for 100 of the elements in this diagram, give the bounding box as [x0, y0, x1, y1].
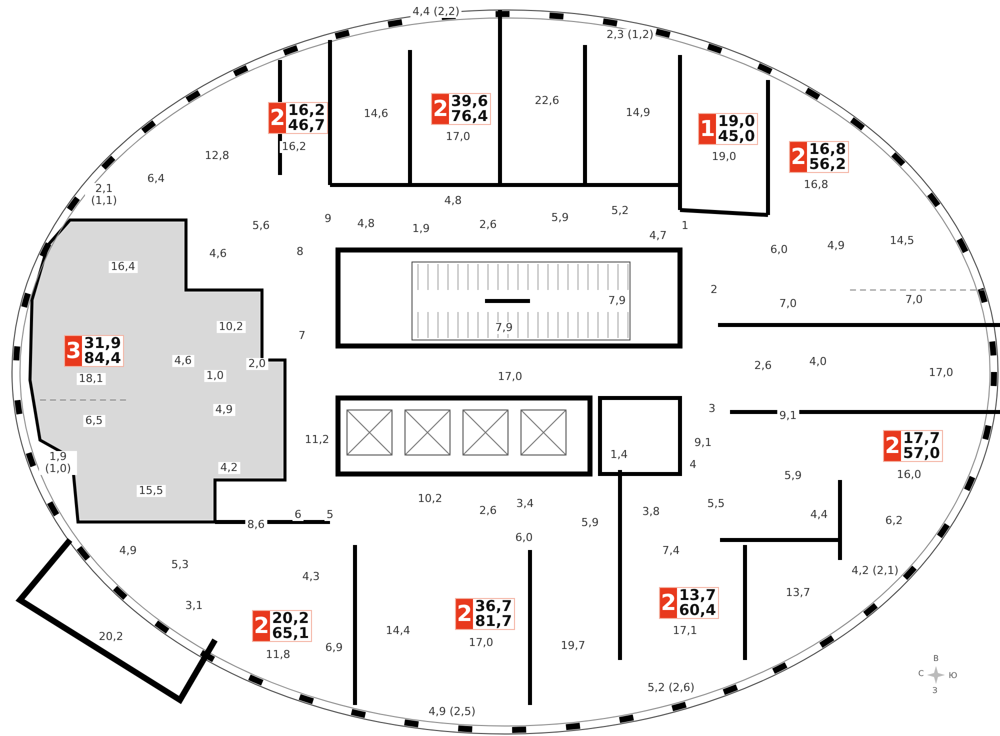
room-area-label: 19,0: [710, 151, 738, 163]
room-area-label: 3,1: [183, 600, 205, 612]
room-area-label: 4,7: [647, 230, 669, 242]
room-count: 2: [884, 431, 901, 461]
room-area-label: 14,4: [384, 625, 412, 637]
room-area-label: 9,1: [692, 437, 714, 449]
area-value: 56,2: [809, 157, 846, 172]
entrance-number-label: 6: [292, 509, 304, 521]
balcony-area-label: 1,9 (1,0): [39, 451, 77, 475]
room-area-label: 4,8: [355, 218, 377, 230]
balcony-area-label: 2,3 (1,2): [604, 29, 656, 41]
apartment-badge: [455, 598, 516, 630]
area-value: 13,7: [679, 588, 716, 603]
room-area-label: 14,9: [624, 107, 652, 119]
room-area-label: 2,6: [752, 360, 774, 372]
room-area-label: 5,2: [609, 205, 631, 217]
room-area-label: 16,4: [108, 261, 138, 273]
apartment-badge: [883, 430, 944, 462]
room-area-label: 6,0: [513, 532, 535, 544]
entrance-number-label: 4: [688, 459, 698, 471]
room-area-label: 19,7: [558, 640, 588, 652]
apartment-badge: [431, 93, 492, 125]
room-area-label: 15,5: [136, 485, 166, 497]
balcony-area-label: 5,2 (2,6): [645, 682, 697, 694]
room-area-label: 17,0: [926, 367, 956, 379]
room-area-label: 3,8: [640, 506, 662, 518]
room-area-label: 9,1: [777, 410, 799, 422]
room-area-label: 5,6: [250, 220, 272, 232]
room-area-label: 2,6: [477, 505, 499, 517]
room-area-label: 7,4: [660, 545, 682, 557]
entrance-number-label: 2: [708, 284, 720, 296]
room-area-label: 16,0: [894, 469, 924, 481]
entrance-number-label: 1: [680, 220, 690, 232]
balcony-area-label: 4,9 (2,5): [426, 706, 478, 718]
room-area-label: 5,9: [579, 517, 601, 529]
room-area-label: 4,6: [207, 248, 229, 260]
room-area-label: 4,9: [117, 545, 139, 557]
balcony-area-label: 4,4 (2,2): [410, 6, 462, 18]
room-area-label: 4,9: [825, 240, 847, 252]
room-area-label: 20,2: [96, 631, 126, 643]
room-count: 2: [660, 588, 677, 618]
area-value: 84,4: [84, 351, 122, 366]
room-area-label: 16,8: [802, 179, 830, 191]
room-area-label: 5,5: [705, 498, 727, 510]
room-count: 1: [699, 114, 716, 144]
entrance-number-label: 9: [322, 213, 334, 225]
room-area-label: 22,6: [532, 95, 562, 107]
room-area-label: 4,0: [807, 356, 829, 368]
room-area-label: 17,0: [496, 371, 524, 383]
room-area-label: 17,1: [670, 625, 700, 637]
apartment-badge: [659, 587, 720, 619]
room-area-label: 14,5: [888, 235, 916, 247]
apartment-badge: [698, 113, 758, 145]
room-count: 2: [456, 599, 473, 629]
area-value: 45,0: [718, 129, 756, 144]
area-value: 76,4: [451, 109, 488, 124]
area-value: 60,4: [679, 603, 716, 618]
room-area-label: 1,0: [204, 370, 226, 382]
room-area-label: 16,2: [280, 141, 308, 153]
room-area-label: 7,0: [903, 294, 925, 306]
apartment-badge: [252, 610, 312, 642]
room-area-label: 4,9: [213, 404, 235, 416]
room-area-label: 3,4: [514, 498, 536, 510]
room-area-label: 17,0: [444, 131, 472, 143]
area-value: 36,7: [475, 599, 512, 614]
room-area-label: 7,9: [493, 322, 515, 334]
area-value: 17,7: [903, 431, 940, 446]
room-area-label: 6,0: [768, 244, 790, 256]
room-area-label: 10,2: [216, 321, 246, 333]
room-area-label: 1,9: [410, 223, 432, 235]
room-area-label: 10,2: [416, 493, 444, 505]
room-area-label: 6,9: [323, 642, 345, 654]
entrance-number-label: 8: [294, 246, 306, 258]
room-area-label: 13,7: [784, 587, 812, 599]
room-area-label: 7,9: [606, 295, 628, 307]
room-count: 2: [269, 103, 286, 133]
apartment-badge: [789, 141, 850, 173]
room-area-label: 12,8: [202, 150, 232, 162]
room-area-label: 2,6: [477, 219, 499, 231]
room-area-label: 1,4: [608, 449, 630, 461]
room-area-label: 4,4: [808, 509, 830, 521]
room-area-label: 4,2: [218, 462, 240, 474]
room-area-label: 5,9: [782, 470, 804, 482]
room-count: 2: [253, 611, 270, 641]
area-value: 65,1: [272, 626, 310, 641]
room-area-label: 2,0: [246, 358, 268, 370]
area-value: 19,0: [718, 114, 756, 129]
room-area-label: 11,8: [264, 649, 292, 661]
room-area-label: 6,2: [883, 515, 905, 527]
area-value: 57,0: [903, 446, 940, 461]
area-value: 20,2: [272, 611, 310, 626]
entrance-number-label: 7: [296, 330, 308, 342]
area-value: 46,7: [288, 118, 326, 133]
room-area-label: 4,8: [442, 195, 464, 207]
balcony-area-label: 4,2 (2,1): [849, 565, 901, 577]
area-value: 39,6: [451, 94, 488, 109]
room-count: 2: [790, 142, 807, 172]
area-value: 16,8: [809, 142, 846, 157]
area-value: 16,2: [288, 103, 326, 118]
entrance-number-label: 3: [706, 403, 718, 415]
